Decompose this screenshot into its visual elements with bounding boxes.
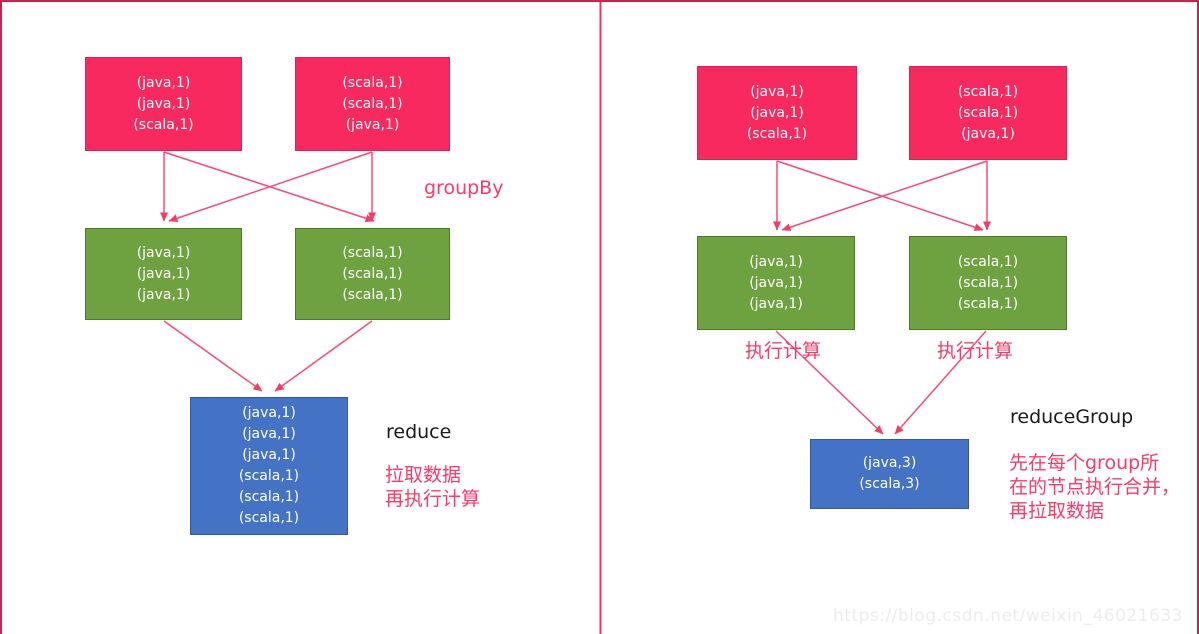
tuple-line: (java,1) <box>750 104 804 121</box>
tuple-line: (java,1) <box>136 244 191 261</box>
tuple-line: (java,1) <box>961 125 1015 142</box>
note-line: 在的节点执行合并， <box>1009 476 1181 498</box>
tuple-line: (java,1) <box>136 286 191 303</box>
right-grouped-caption-2: 执行计算 <box>937 340 1014 362</box>
arrow-shuffle <box>776 160 984 232</box>
tuple-line: (java,1) <box>749 274 803 291</box>
right-note: 先在每个group所 在的节点执行合并， 再拉取数据 <box>1009 451 1180 523</box>
left-result-box: (java,1) (java,1) (java,1) (scala,1) (sc… <box>190 397 348 535</box>
tuple-line: (java,1) <box>345 116 400 133</box>
left-grouped-box-2: (scala,1) (scala,1) (scala,1) <box>295 228 450 320</box>
tuple-line: (scala,1) <box>133 116 194 133</box>
tuple-line: (scala,1) <box>957 104 1019 121</box>
arrow-shuffle <box>168 151 373 223</box>
tuple-line: (scala,1) <box>342 244 403 261</box>
tuple-line: (scala,1) <box>342 95 403 112</box>
arrow-reduce <box>163 320 263 392</box>
arrow-shuffle <box>163 151 375 223</box>
arrow-shuffle <box>781 160 988 232</box>
arrow-reduce <box>274 320 373 392</box>
tuple-line: (scala,1) <box>342 286 403 303</box>
tuple-line: (scala,1) <box>342 265 403 282</box>
note-line: 先在每个group所 <box>1009 452 1160 474</box>
tuple-line: (scala,1) <box>238 489 300 505</box>
tuple-line: (scala,1) <box>238 510 300 526</box>
tuple-line: (java,3) <box>862 455 917 471</box>
left-result-label: reduce <box>386 421 452 443</box>
tuple-line: (scala,1) <box>957 295 1019 312</box>
right-source-box-2: (scala,1) (scala,1) (java,1) <box>909 66 1067 160</box>
tuple-line: (java,1) <box>136 265 191 282</box>
tuple-line: (scala,1) <box>746 125 808 142</box>
right-grouped-box-1: (java,1) (java,1) (java,1) <box>697 236 855 330</box>
tuple-line: (java,1) <box>242 426 296 442</box>
left-operation-label: groupBy <box>424 177 504 199</box>
tuple-line: (java,1) <box>242 447 296 463</box>
tuple-line: (scala,1) <box>342 74 403 91</box>
right-result-label: reduceGroup <box>1010 406 1134 428</box>
right-source-box-1: (java,1) (java,1) (scala,1) <box>697 66 857 160</box>
right-result-box: (java,3) (scala,3) <box>810 439 969 509</box>
tuple-line: (scala,1) <box>957 253 1019 270</box>
tuple-line: (java,1) <box>750 83 804 100</box>
left-source-box-2: (scala,1) (scala,1) (java,1) <box>295 57 450 151</box>
right-grouped-box-2: (scala,1) (scala,1) (scala,1) <box>909 236 1067 330</box>
left-note: 拉取数据 再执行计算 <box>385 463 480 511</box>
note-line: 再拉取数据 <box>1009 500 1105 522</box>
left-source-box-1: (java,1) (java,1) (scala,1) <box>85 57 242 151</box>
note-line: 拉取数据 <box>385 464 462 486</box>
tuple-line: (scala,1) <box>957 274 1019 291</box>
csdn-watermark: https://blog.csdn.net/weixin_46021633 <box>832 606 1183 626</box>
tuple-line: (scala,1) <box>957 83 1019 100</box>
tuple-line: (scala,1) <box>238 468 300 484</box>
tuple-line: (java,1) <box>242 405 296 421</box>
tuple-line: (java,1) <box>136 74 191 91</box>
tuple-line: (java,1) <box>136 95 191 112</box>
tuple-line: (java,1) <box>749 295 803 312</box>
tuple-line: (scala,3) <box>859 476 920 492</box>
right-grouped-caption-1: 执行计算 <box>745 340 822 362</box>
tuple-line: (java,1) <box>749 253 803 270</box>
left-grouped-box-1: (java,1) (java,1) (java,1) <box>85 228 242 320</box>
note-line: 再执行计算 <box>385 488 481 510</box>
